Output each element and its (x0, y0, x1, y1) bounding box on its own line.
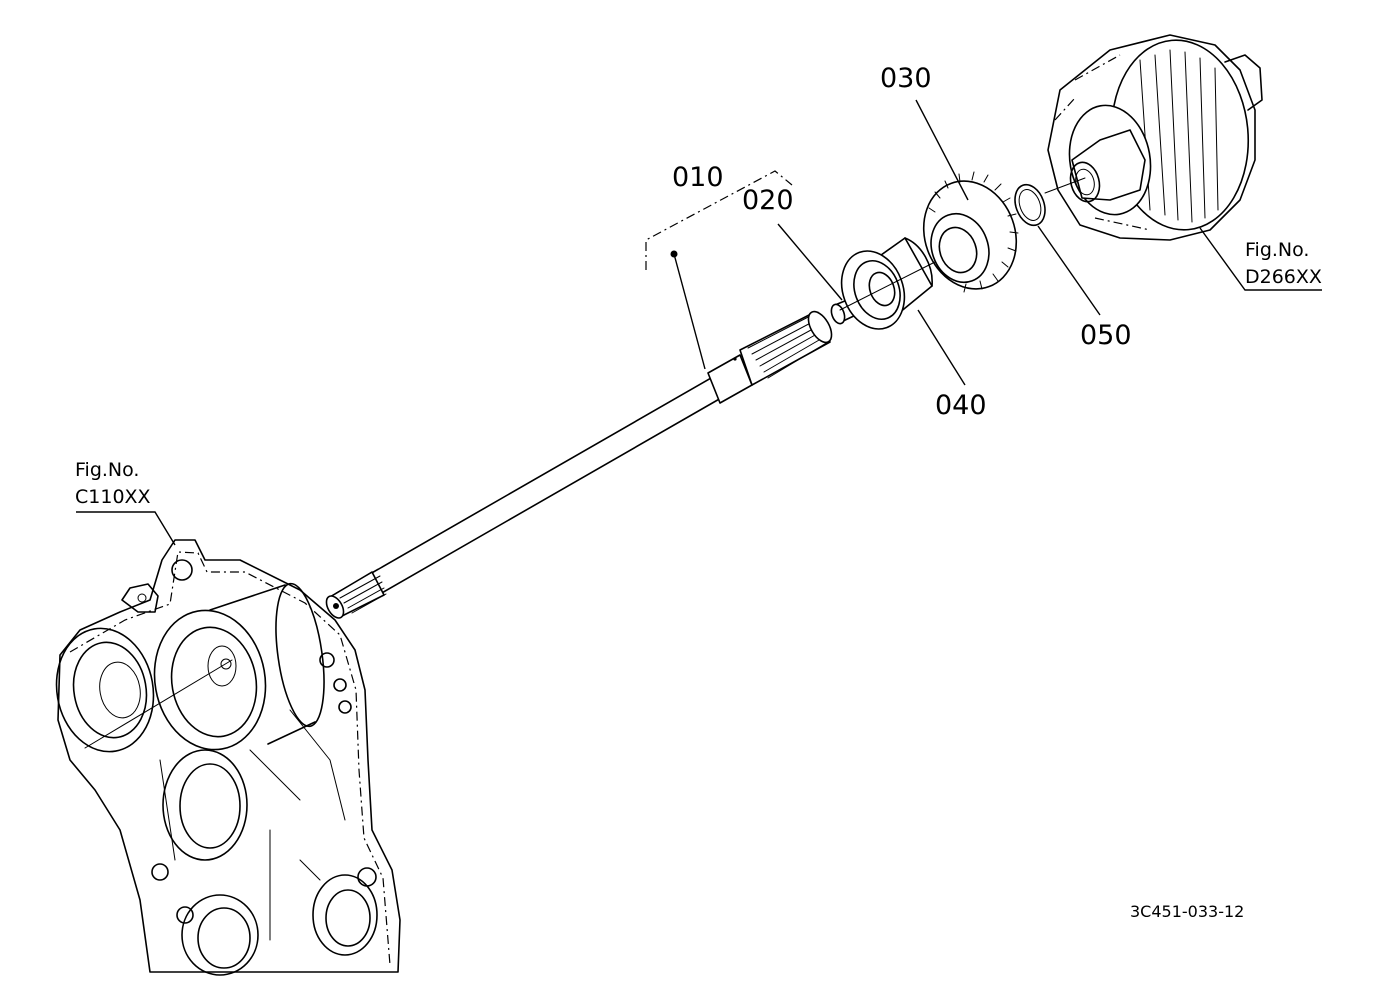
part-010-label[interactable]: 010 (672, 162, 724, 193)
clutch-assembly (1044, 34, 1263, 241)
transmission-housing (55, 539, 401, 976)
leader-lines (76, 99, 1322, 546)
right-fig-code[interactable]: D266XX (1245, 266, 1322, 288)
axis-line (839, 261, 936, 311)
gear (922, 171, 1019, 293)
part-050-label[interactable]: 050 (1080, 320, 1132, 351)
left-fig-label: Fig.No. (75, 459, 139, 481)
part-030-label[interactable]: 030 (880, 63, 932, 94)
shaft (325, 310, 833, 619)
ball-bearing (840, 237, 933, 330)
left-fig-code[interactable]: C110XX (75, 486, 151, 508)
snap-ring (1014, 183, 1046, 227)
right-fig-label: Fig.No. (1245, 239, 1309, 261)
part-020-label[interactable]: 020 (742, 185, 794, 216)
drawing-code: 3C451-033-12 (1130, 902, 1244, 921)
part-040-label[interactable]: 040 (935, 390, 987, 421)
